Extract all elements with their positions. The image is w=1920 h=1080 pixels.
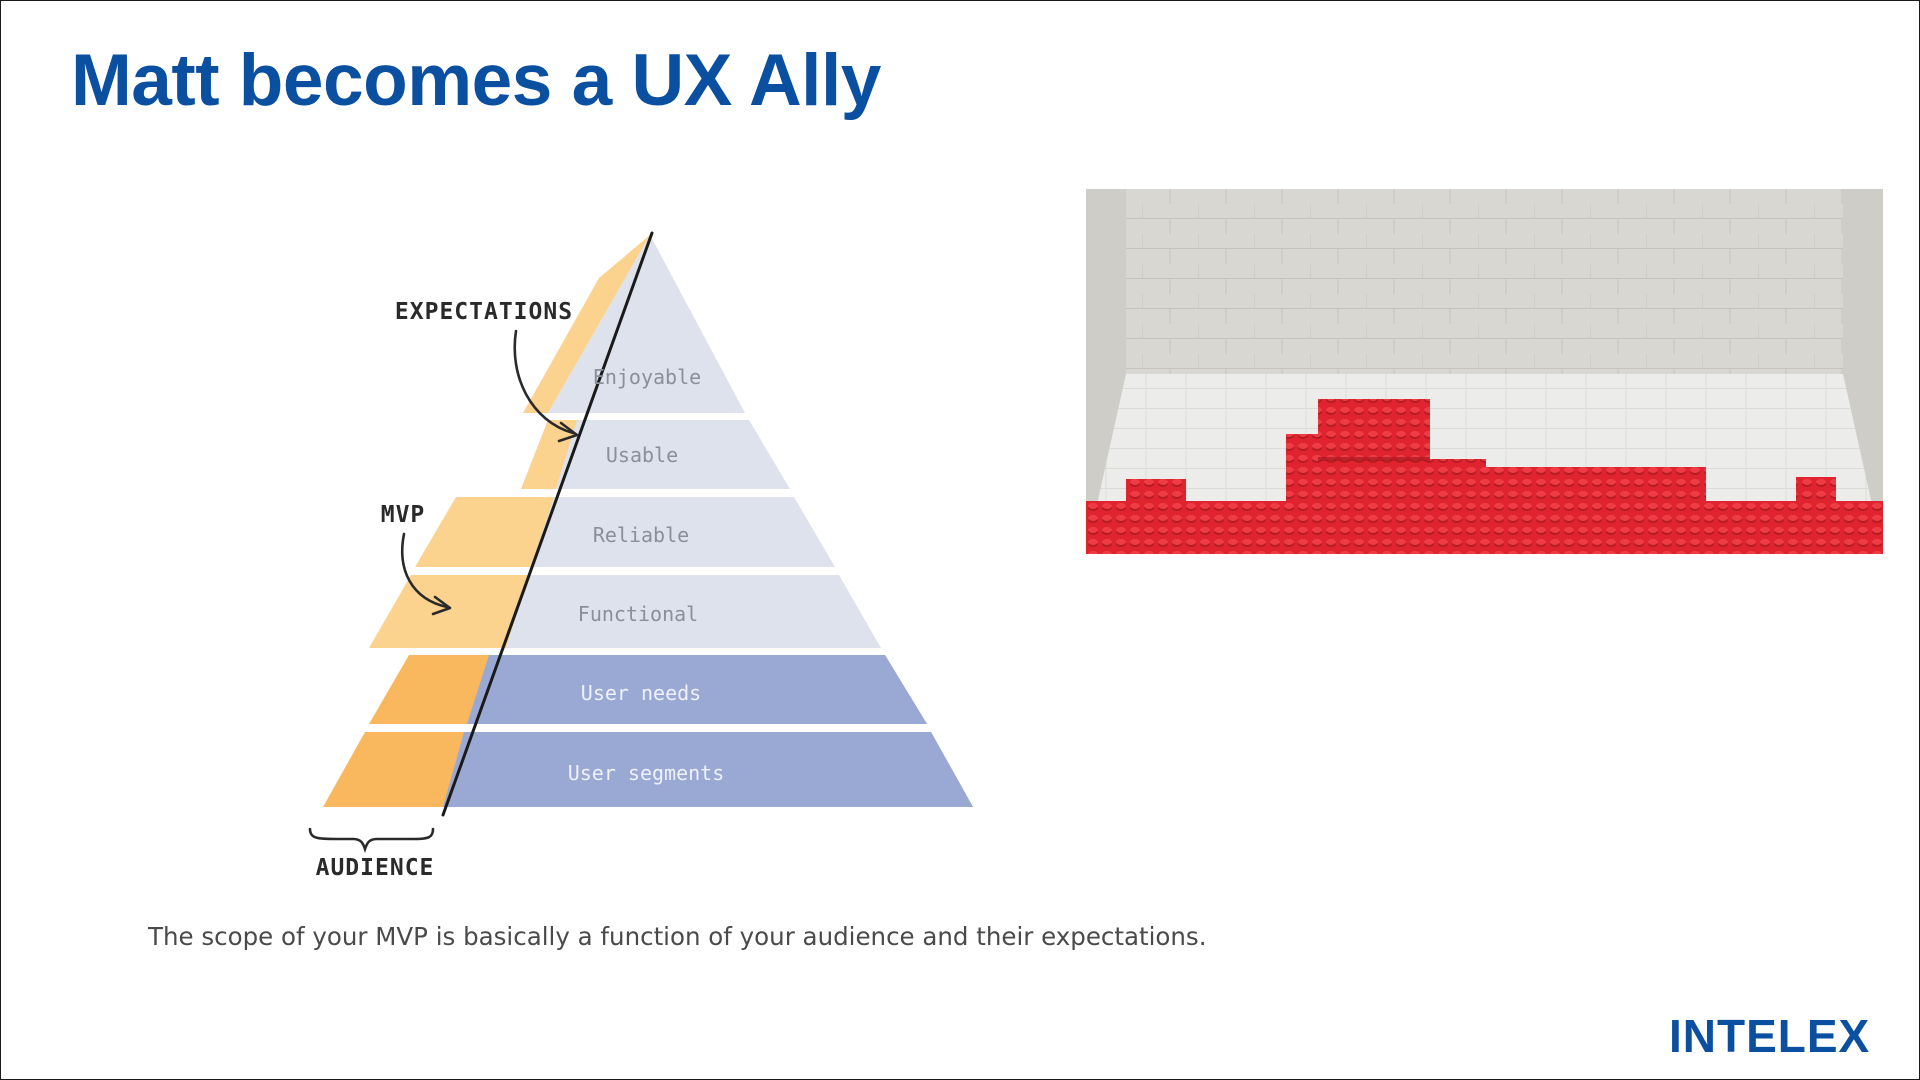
slide-caption: The scope of your MVP is basically a fun… [148, 922, 1207, 951]
tier-usable-shape [521, 420, 790, 489]
tier-label-reliable: Reliable [593, 523, 689, 547]
audience-band-user-needs [369, 655, 504, 724]
slide-title: Matt becomes a UX Ally [71, 40, 881, 121]
audience-band-usable [521, 420, 577, 489]
tier-reliable-shape [493, 497, 835, 567]
mvp-label: MVP [381, 502, 426, 528]
tier-enjoyable-shape [548, 235, 745, 413]
tier-label-user-needs: User needs [581, 681, 701, 705]
mvp-arrowhead [431, 595, 452, 616]
intelex-logo: INTELEX [1669, 1010, 1871, 1062]
audience-band-functional [369, 575, 529, 648]
expectations-arrowhead [557, 421, 579, 443]
tier-label-user-segments: User segments [568, 761, 725, 785]
expectations-label: EXPECTATIONS [395, 299, 573, 325]
tier-functional-shape [466, 575, 881, 648]
tier-label-usable: Usable [606, 443, 678, 467]
audience-divider-line [441, 231, 654, 817]
mvp-pyramid-diagram: Enjoyable Usable Reliable Functional Use… [308, 231, 973, 881]
tier-label-functional: Functional [578, 602, 698, 626]
audience-brace [308, 827, 435, 854]
bricks-left-pile [1126, 479, 1186, 519]
lego-bricks-photo [1086, 189, 1883, 554]
audience-band-user-segments [323, 732, 481, 807]
tier-label-enjoyable: Enjoyable [593, 365, 701, 389]
tier-user-segments-right [443, 732, 973, 807]
bricks-shadow [1318, 457, 1430, 461]
audience-label: AUDIENCE [316, 855, 435, 881]
expectations-arrow [513, 329, 575, 435]
tier-user-needs-right [467, 655, 927, 724]
bricks-base [1086, 501, 1883, 554]
audience-band-enjoyable [523, 235, 650, 413]
photo-wall [1086, 189, 1883, 374]
mvp-arrow [400, 532, 449, 609]
bricks-right-pile [1796, 477, 1836, 517]
audience-band-reliable [415, 497, 554, 567]
